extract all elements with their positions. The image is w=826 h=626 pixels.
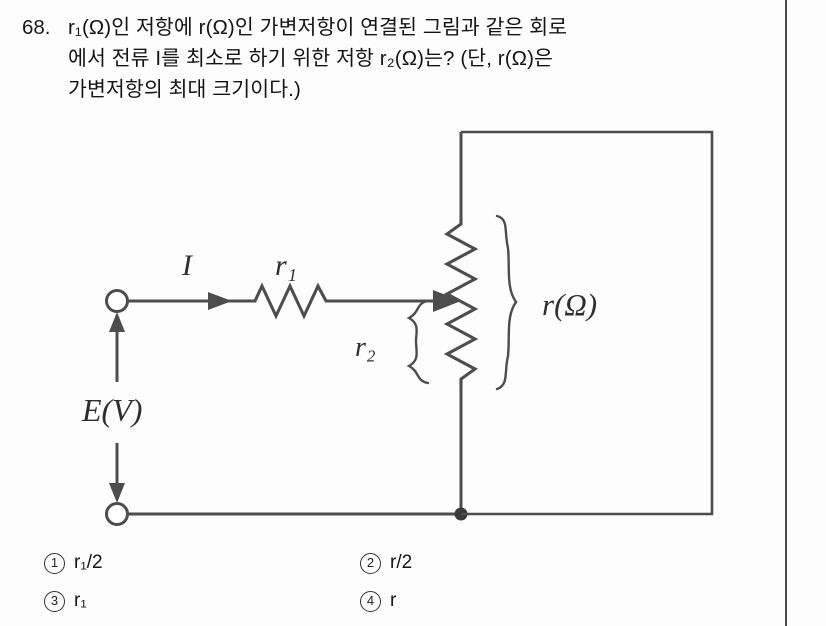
choice-marker-4: 4 xyxy=(360,591,381,612)
r2-label: r₂ xyxy=(355,332,376,363)
answer-choice-3[interactable]: 3 r₁ xyxy=(44,590,87,612)
question-line: 가변저항의 최대 크기이다.) xyxy=(68,78,301,101)
current-label: I xyxy=(181,249,194,282)
page-border-rule xyxy=(785,0,787,626)
choice-marker-2: 2 xyxy=(360,553,381,574)
answer-choice-1[interactable]: 1 r₁/2 xyxy=(44,552,103,574)
answer-choice-2[interactable]: 2 r/2 xyxy=(360,552,412,574)
top-terminal-circle xyxy=(105,289,129,313)
r2-brace xyxy=(406,299,430,385)
choice-marker-3: 3 xyxy=(44,591,65,612)
choice-text-2: r/2 xyxy=(390,552,413,573)
choice-marker-1: 1 xyxy=(44,553,65,574)
variable-resistor-label: r(Ω) xyxy=(542,287,597,322)
outer-return-loop xyxy=(461,130,714,516)
question-text: r₁(Ω)인 저항에 r(Ω)인 가변저항이 연결된 그림과 같은 회로 에서 … xyxy=(68,12,768,105)
wiper-arrowhead xyxy=(433,290,461,312)
series-resistor-symbol xyxy=(248,282,332,320)
series-resistor-label: r₁ xyxy=(275,249,297,282)
source-down-arrowhead xyxy=(109,483,125,503)
choice-text-3: r₁ xyxy=(74,590,87,611)
choice-text-4: r xyxy=(390,590,397,611)
question-line: 에서 전류 I를 최소로 하기 위한 저항 r₂(Ω)는? (단, r(Ω)은 xyxy=(68,47,553,70)
question-line: r₁(Ω)인 저항에 r(Ω)인 가변저항이 연결된 그림과 같은 회로 xyxy=(68,16,568,39)
r-total-brace xyxy=(495,214,518,391)
current-direction-arrowhead xyxy=(208,292,232,310)
junction-node-dot xyxy=(454,507,468,521)
bottom-terminal-circle xyxy=(105,502,129,526)
choice-text-1: r₁/2 xyxy=(74,552,103,573)
question-number: 68. xyxy=(22,16,51,39)
variable-resistor-symbol xyxy=(443,218,479,386)
source-up-arrowhead xyxy=(109,312,125,332)
source-label: E(V) xyxy=(81,392,142,428)
